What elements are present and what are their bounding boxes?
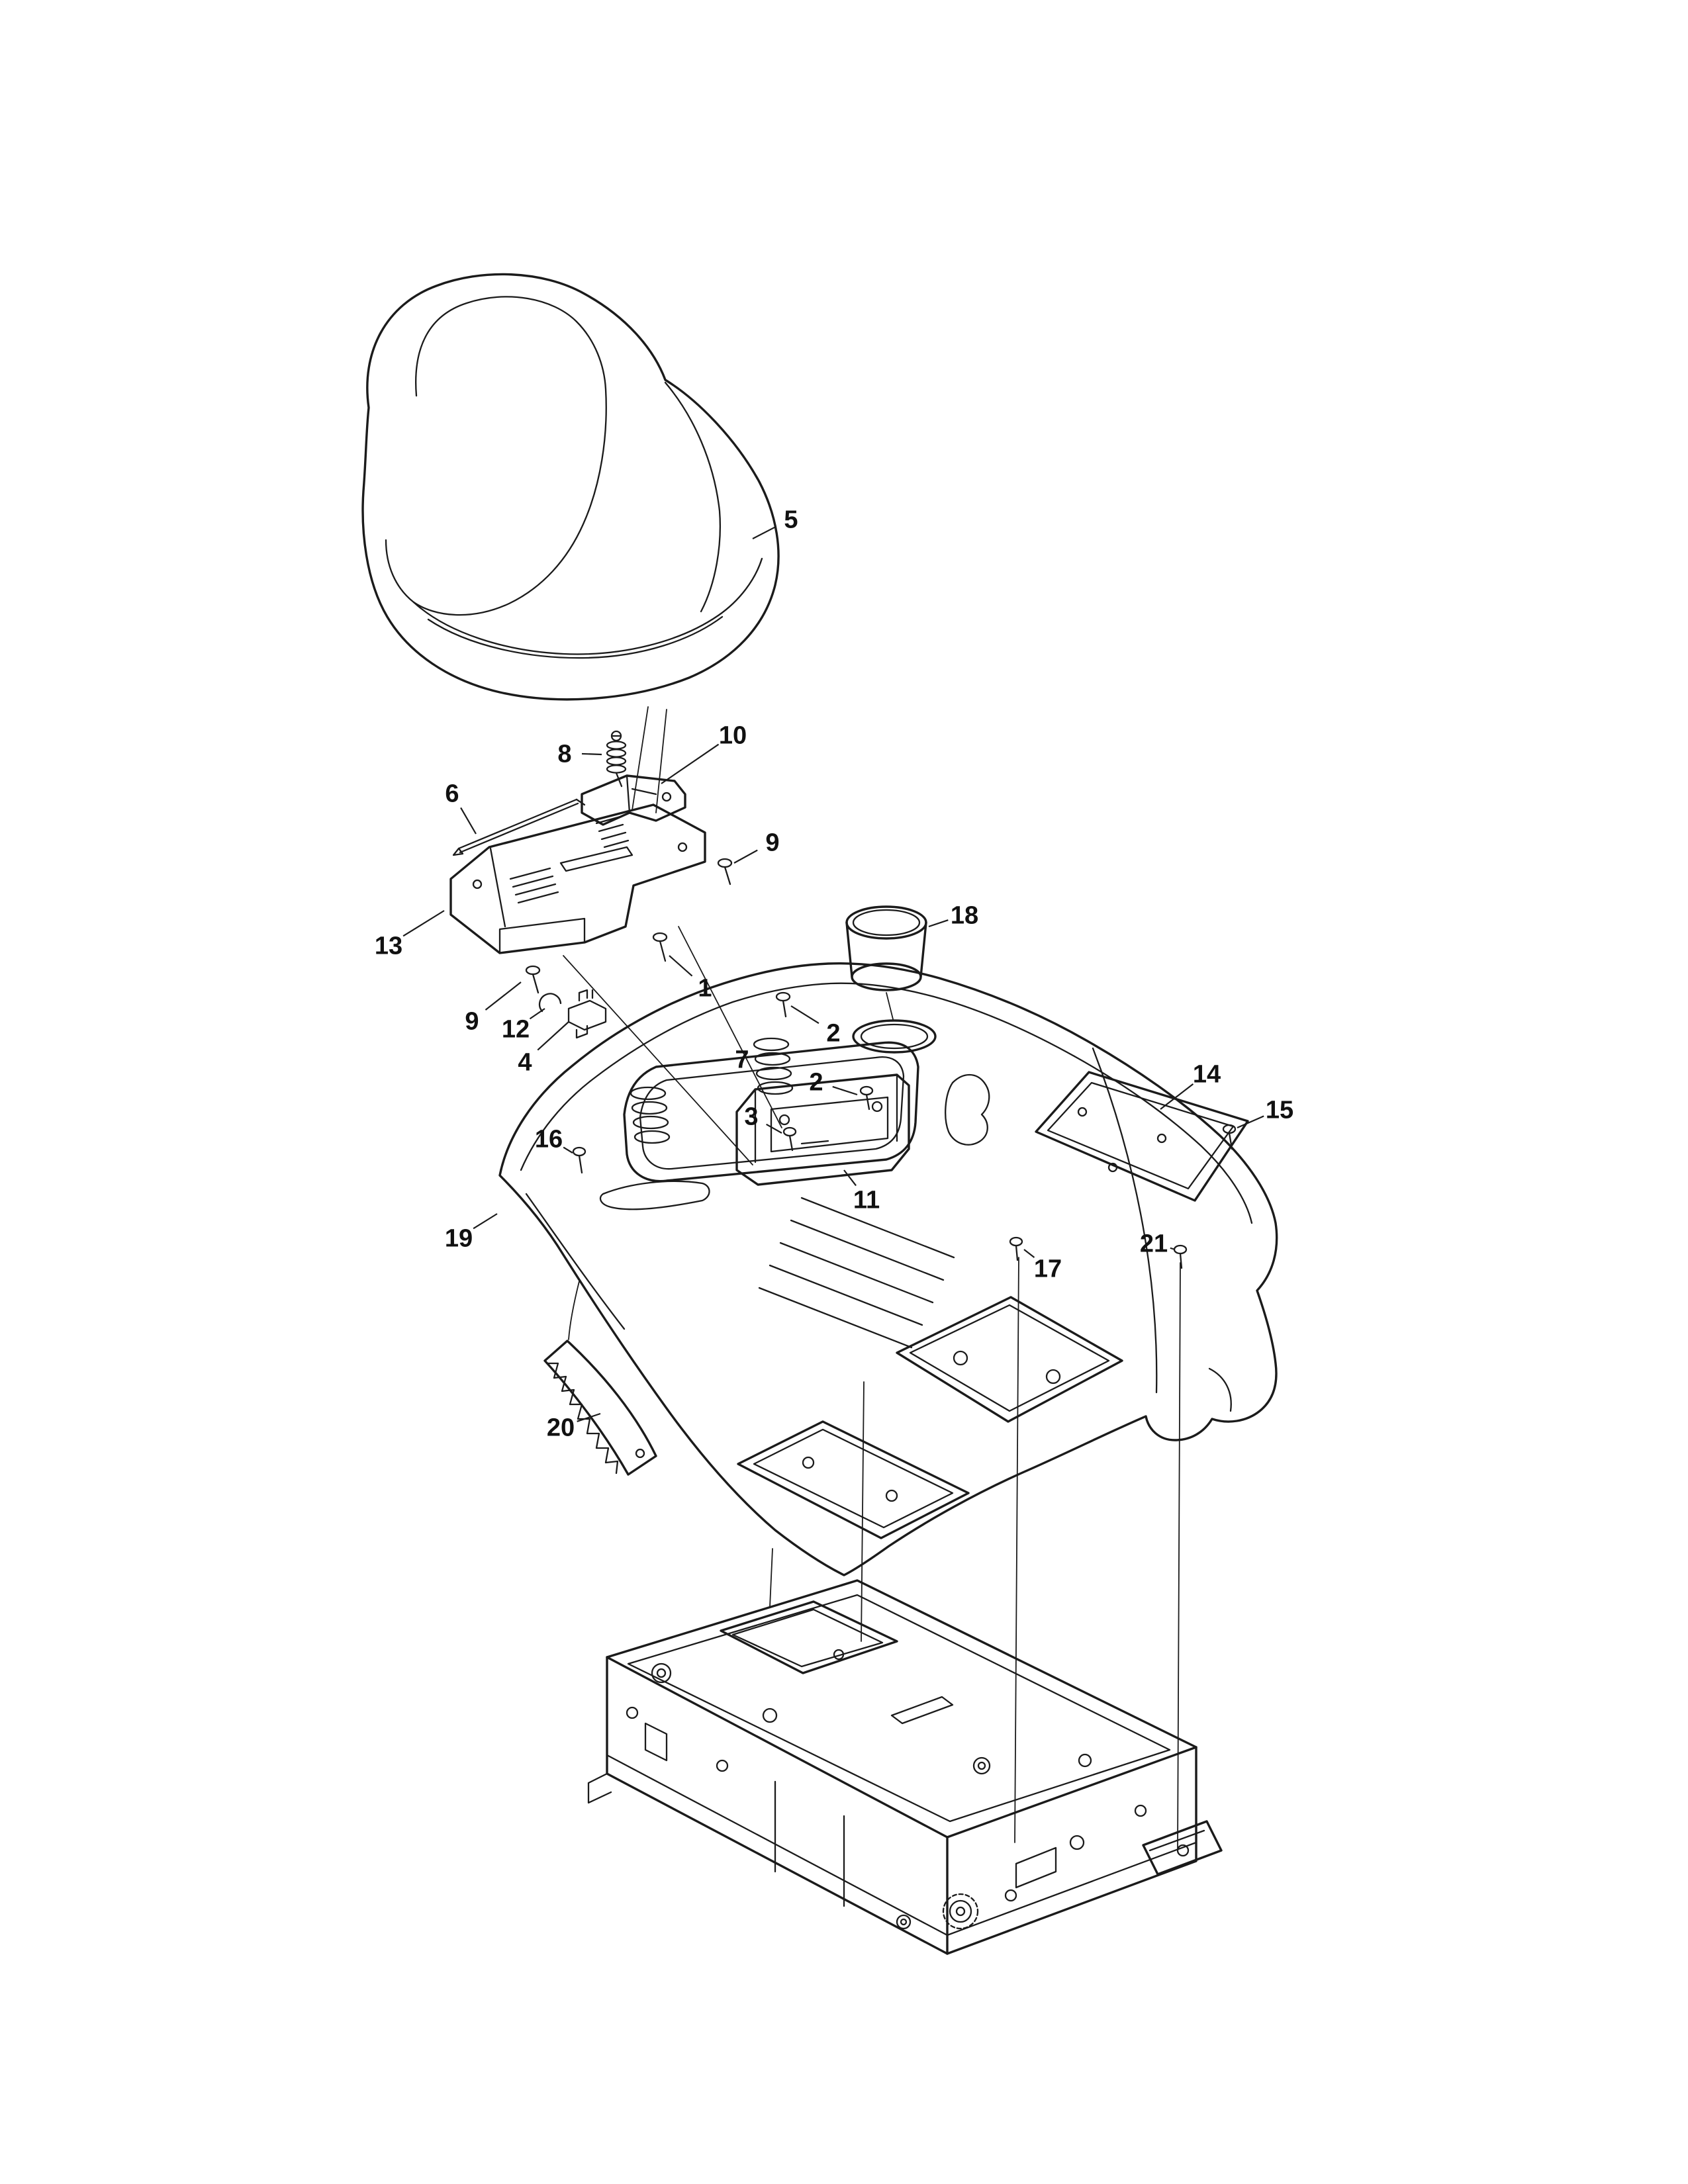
callout-leader-10	[661, 743, 720, 784]
bolt-part-1	[652, 932, 668, 962]
seat-pan-part	[449, 803, 706, 954]
cup-holder-part	[845, 905, 927, 991]
seat-part	[361, 273, 780, 701]
serrated-bracket-part-20	[543, 1340, 657, 1476]
callout-label-5: 5	[784, 506, 798, 533]
callout-label-20: 20	[547, 1414, 575, 1441]
callout-label-17: 17	[1034, 1255, 1062, 1283]
callout-label-10: 10	[719, 721, 747, 749]
callout-label-9: 9	[465, 1007, 479, 1035]
explode-lines	[563, 706, 1181, 1851]
screw-part-3	[782, 1126, 797, 1152]
callout-label-6: 6	[445, 780, 459, 807]
callout-leader-12	[529, 1008, 545, 1020]
callout-leader-17	[1023, 1249, 1035, 1258]
screw-part-9-right	[717, 858, 733, 886]
callout-label-14: 14	[1193, 1060, 1221, 1088]
screw-part-9-left	[525, 965, 541, 994]
callout-leader-13	[402, 910, 445, 937]
callout-leader-5	[752, 525, 776, 539]
screw-part-15	[1222, 1124, 1237, 1150]
callout-label-1: 1	[698, 974, 712, 1002]
callout-label-3: 3	[744, 1103, 758, 1130]
callout-leader-9	[485, 981, 522, 1011]
callout-leader-3	[766, 1123, 782, 1134]
callout-leader-2	[832, 1085, 858, 1096]
screw-part-16	[572, 1146, 586, 1174]
frame-part	[587, 1579, 1223, 1955]
callout-leader-15	[1237, 1115, 1264, 1129]
safety-switch-part-4	[567, 989, 607, 1039]
callout-leader-9	[733, 849, 758, 864]
callout-leader-19	[473, 1213, 498, 1230]
callout-leader-16	[563, 1146, 573, 1154]
callout-label-15: 15	[1266, 1096, 1293, 1124]
spring-part-7	[753, 991, 794, 1095]
adjuster-rod-part	[452, 798, 586, 856]
callout-label-9: 9	[765, 829, 779, 856]
callout-label-21: 21	[1140, 1230, 1168, 1257]
callout-label-7: 7	[735, 1046, 749, 1073]
callout-label-4: 4	[518, 1048, 532, 1076]
callout-label-18: 18	[951, 901, 978, 929]
callout-leader-14	[1160, 1083, 1194, 1110]
callout-leader-11	[843, 1169, 857, 1187]
bolt-part-2	[859, 1085, 874, 1111]
callout-label-12: 12	[502, 1015, 530, 1043]
cover-plate-part-14	[1035, 1071, 1249, 1202]
callout-leader-20	[577, 1412, 601, 1422]
callout-leader-18	[928, 919, 949, 928]
callout-label-13: 13	[375, 932, 402, 960]
callout-label-8: 8	[557, 740, 571, 768]
callout-label-2: 2	[809, 1068, 823, 1096]
spring-part-left	[630, 1086, 671, 1144]
callout-label-19: 19	[445, 1224, 473, 1252]
callout-label-16: 16	[535, 1125, 563, 1153]
clip-part-12	[538, 993, 562, 1013]
callout-label-2: 2	[826, 1019, 840, 1047]
callout-leader-4	[537, 1021, 569, 1051]
callout-leader-21	[1170, 1247, 1176, 1251]
seat-bracket-part-11	[735, 1073, 910, 1186]
callout-leader-6	[460, 807, 477, 835]
callout-leader-2	[790, 1005, 820, 1024]
callout-leader-1	[669, 955, 693, 977]
fender-part	[498, 962, 1278, 1576]
screw-part-17	[1009, 1236, 1023, 1261]
callout-label-11: 11	[853, 1186, 880, 1214]
